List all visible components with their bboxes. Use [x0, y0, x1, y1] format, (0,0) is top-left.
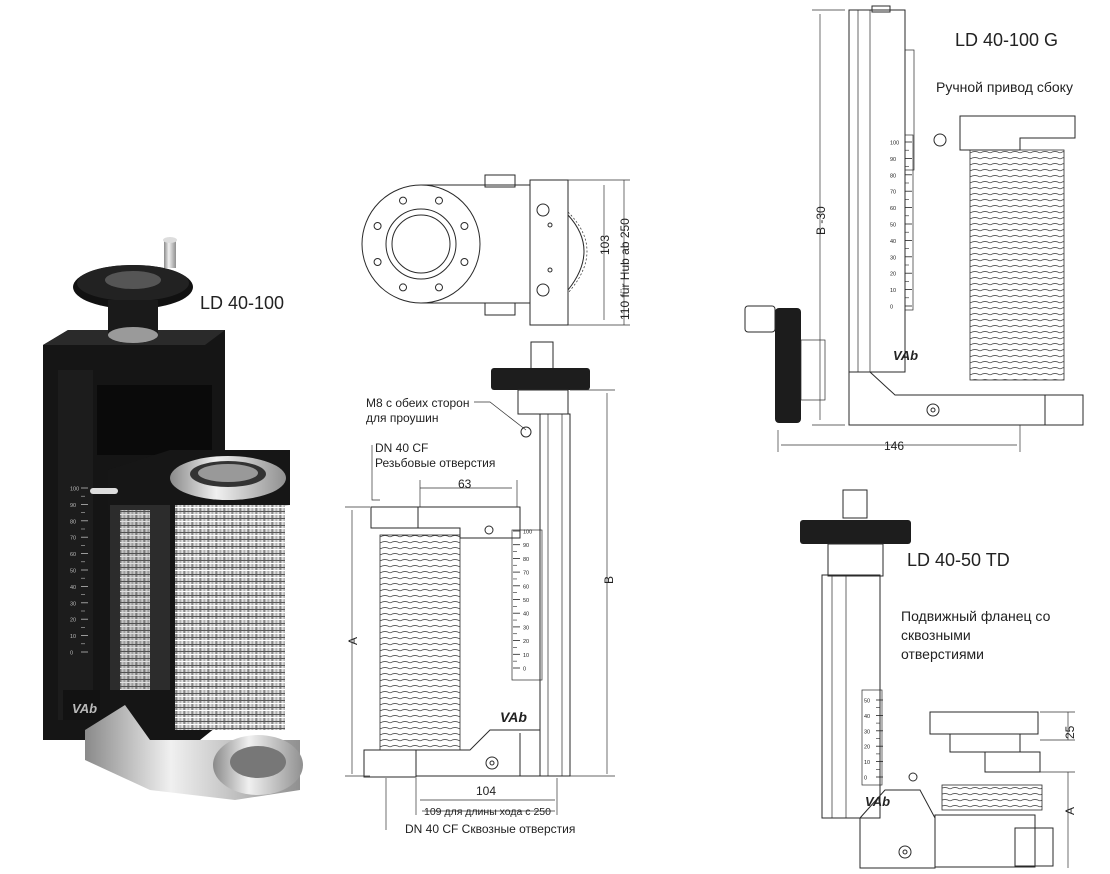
scale-label: 70	[890, 190, 896, 196]
scale-label: 40	[864, 714, 870, 720]
scale-label: 0	[864, 776, 867, 782]
scale-label: 100	[523, 530, 532, 536]
dim-104: 104	[476, 784, 497, 798]
scale-label: 30	[70, 601, 76, 607]
m8-label-1: M8 с обеих сторон	[366, 396, 470, 410]
dn40-through-label: DN 40 CF Сквозные отверстия	[405, 822, 576, 836]
manual-drive-label: Ручной привод сбоку	[936, 79, 1073, 95]
photo-logo: VAb	[72, 701, 97, 716]
scale-label: 40	[70, 585, 76, 591]
movable-flange-label-2: сквозными	[901, 627, 971, 643]
dim-b: B	[602, 575, 616, 584]
stroke-note: 109 для длины хода с 250	[424, 806, 551, 818]
dim-a-td: A	[1063, 806, 1077, 815]
scale-label: 60	[523, 584, 529, 590]
bolt-hole	[460, 257, 469, 266]
scale-label: 20	[864, 745, 870, 751]
scale-label: 0	[890, 305, 893, 311]
scale-label: 10	[890, 288, 896, 294]
scale-label: 60	[70, 552, 76, 558]
scale-label: 80	[70, 519, 76, 525]
model-label-ld40-50td: LD 40-50 TD	[907, 550, 1010, 570]
front-logo: VAb	[500, 709, 527, 725]
bolt-hole	[399, 196, 408, 205]
scale-label: 50	[70, 569, 76, 575]
scale-label: 10	[864, 760, 870, 766]
scale-label: 90	[523, 543, 529, 549]
dim-63: 63	[458, 477, 472, 491]
scale-label: 70	[523, 571, 529, 577]
scale-label: 80	[523, 557, 529, 563]
dim-110: 110 für Hub ab 250	[618, 218, 632, 320]
scale-label: 60	[890, 206, 896, 212]
scale-label: 30	[864, 729, 870, 735]
bolt-hole	[460, 222, 469, 231]
bolt-hole	[399, 283, 408, 292]
dim-25: 25	[1063, 725, 1077, 739]
scale-label: 10	[523, 653, 529, 659]
scale-label: 0	[523, 667, 526, 673]
scale-label: 90	[70, 503, 76, 509]
bolt-hole	[373, 222, 382, 231]
bolt-hole	[434, 196, 443, 205]
movable-flange-label-1: Подвижный фланец со	[901, 608, 1051, 624]
td-logo: VAb	[865, 794, 890, 809]
scale-label: 50	[523, 598, 529, 604]
scale-label: 70	[70, 536, 76, 542]
scale-label: 0	[70, 651, 73, 657]
scale-label: 20	[70, 618, 76, 624]
dim-b-30: B -30	[814, 206, 828, 235]
g-logo: VAb	[893, 348, 918, 363]
scale-label: 90	[890, 157, 896, 163]
scale-label: 10	[70, 634, 76, 640]
model-label-ld40-100: LD 40-100	[200, 293, 285, 313]
scale-label: 20	[523, 639, 529, 645]
scale-label: 50	[864, 699, 870, 705]
scale-label: 100	[890, 141, 899, 147]
scale-label: 50	[890, 223, 896, 229]
dim-146: 146	[884, 439, 905, 453]
scale-label: 20	[890, 272, 896, 278]
m8-label-2: для проушин	[366, 411, 439, 425]
scale-label: 30	[523, 625, 529, 631]
movable-flange-drawing: 50 40 30 20 10 0	[800, 489, 1075, 869]
bolt-hole	[434, 283, 443, 292]
dim-103: 103	[598, 234, 612, 255]
flange-top-view	[361, 174, 630, 326]
bolt-hole	[373, 257, 382, 266]
scale-label: 40	[523, 612, 529, 618]
dn40-label-2: Резьбовые отверстия	[375, 456, 496, 470]
scale-label: 40	[890, 239, 896, 245]
scale-label: 30	[890, 255, 896, 261]
scale-label: 100	[70, 487, 79, 493]
dn40-label-1: DN 40 CF	[375, 441, 429, 455]
dim-a: A	[346, 636, 360, 645]
movable-flange-label-3: отверстиями	[901, 646, 985, 662]
scale-label: 80	[890, 173, 896, 179]
model-label-ld40-100g: LD 40-100 G	[955, 30, 1059, 50]
